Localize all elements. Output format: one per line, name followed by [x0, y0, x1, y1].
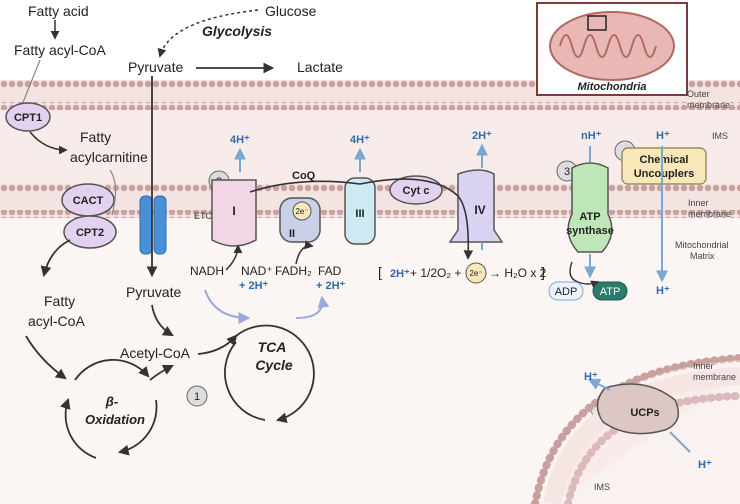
h-uncoupler-bottom: H⁺	[656, 285, 670, 297]
lactate-label: Lactate	[297, 59, 343, 75]
outer-membrane-label-1: Outer	[687, 89, 710, 99]
equation-electrons: 2e⁻	[469, 269, 482, 278]
pyruvate-bottom-label: Pyruvate	[126, 284, 181, 300]
nad-label: NAD⁺	[241, 264, 273, 278]
fatty-acyl-coa-bottom-label-2: acyl-CoA	[28, 313, 85, 329]
beta-oxidation-label-2: Oxidation	[85, 412, 145, 427]
fatty-acyl-coa-top-label: Fatty acyl-CoA	[14, 42, 106, 58]
beta-oxidation-cycle: β- Oxidation	[25, 335, 174, 459]
equation-bracket-right: ]	[541, 264, 545, 280]
svg-text:1: 1	[194, 391, 200, 403]
h-n-atp-synthase: nH⁺	[581, 130, 602, 142]
glycolysis-label: Glycolysis	[202, 23, 272, 39]
pyruvate-top-label: Pyruvate	[128, 59, 183, 75]
chemical-uncouplers-label-2: Uncouplers	[634, 168, 695, 180]
fatty-acyl-coa-bottom-label-1: Fatty	[44, 293, 75, 309]
h-4-complex-i: 4H⁺	[230, 134, 250, 146]
equation-2h: 2H⁺	[390, 268, 410, 280]
atp-synthase	[567, 162, 613, 253]
tca-label-1: TCA	[258, 339, 287, 355]
outer-membrane-label-2: membrane	[687, 100, 730, 110]
adp-label: ADP	[555, 286, 578, 298]
atp-synthase-label-1: ATP	[579, 211, 600, 223]
badge-1: 1	[186, 385, 208, 407]
tca-label-2: Cycle	[255, 357, 293, 373]
h-2-complex-iv: 2H⁺	[472, 130, 492, 142]
cpt2-protein	[63, 215, 117, 249]
atp-label: ATP	[600, 286, 621, 298]
ucps-label: UCPs	[630, 407, 659, 419]
fatty-acylcarnitine-label-1: Fatty	[80, 129, 111, 145]
ucp-protein	[596, 383, 680, 435]
inner-membrane-label-2: membrane	[688, 209, 731, 219]
beta-oxidation-label-1: β-	[105, 394, 118, 409]
fad-label: FAD	[318, 264, 342, 278]
electron-badge-label: 2e⁻	[295, 207, 308, 216]
h-ucp-top: H⁺	[584, 371, 598, 383]
cpt1-protein	[5, 102, 51, 132]
fatty-acylcarnitine-label-2: acylcarnitine	[70, 149, 148, 165]
ims-bottom-label: IMS	[594, 482, 610, 492]
adp-pill	[548, 281, 584, 301]
etc-label: ETC	[194, 211, 213, 221]
tca-cycle: TCA Cycle	[224, 324, 315, 424]
acetyl-coa-label: Acetyl-CoA	[120, 345, 191, 361]
cytochrome-c	[389, 175, 443, 205]
fatty-acid-label: Fatty acid	[28, 3, 89, 19]
equation-end: → H₂O x 2	[489, 266, 547, 280]
cact-label: CACT	[73, 195, 104, 207]
matrix-label-2: Matrix	[690, 251, 715, 261]
inner-membrane-label-1: Inner	[688, 198, 709, 208]
mitochondria-inset: Mitochondria	[536, 2, 688, 96]
cpt2-label: CPT2	[76, 227, 104, 239]
mitochondria-label: Mitochondria	[577, 81, 646, 93]
complex-ii-label: II	[289, 228, 295, 240]
chemical-uncouplers-box	[621, 147, 707, 185]
complex-iii	[344, 177, 376, 245]
electron-badge	[292, 201, 312, 221]
nad-h-label: + 2H⁺	[239, 280, 269, 292]
atp-pill	[592, 281, 628, 301]
svg-text:3: 3	[564, 166, 570, 178]
mitochondrial-pyruvate-carrier	[139, 195, 167, 255]
h-4-complex-iii: 4H⁺	[350, 134, 370, 146]
chemical-uncouplers-label-1: Chemical	[640, 154, 689, 166]
nadh-label: NADH	[190, 264, 224, 278]
matrix-label-1: Mitochondrial	[675, 240, 729, 250]
cyt-c-label: Cyt c	[403, 185, 430, 197]
equation-bracket-left: [	[378, 264, 382, 280]
complex-iii-label: III	[355, 208, 364, 220]
coq-label: CoQ	[292, 170, 316, 182]
fad-h-label: + 2H⁺	[316, 280, 346, 292]
equation-middle: + 1/2O₂ +	[410, 266, 461, 280]
equation-electron-badge	[465, 262, 487, 284]
inner-membrane-bottom-label-2: membrane	[693, 372, 736, 382]
complex-iv	[448, 169, 504, 243]
complex-iv-label: IV	[474, 203, 485, 217]
cpt1-label: CPT1	[14, 112, 42, 124]
h-ucp-bottom: H⁺	[698, 459, 712, 471]
fadh2-label: FADH₂	[275, 264, 312, 278]
h-uncoupler-top: H⁺	[656, 130, 670, 142]
ims-label: IMS	[712, 131, 728, 141]
inner-membrane-bottom-label-1: Inner	[693, 361, 714, 371]
glucose-label: Glucose	[265, 3, 317, 19]
atp-synthase-label-2: synthase	[566, 225, 614, 237]
complex-i-label: I	[232, 204, 235, 218]
